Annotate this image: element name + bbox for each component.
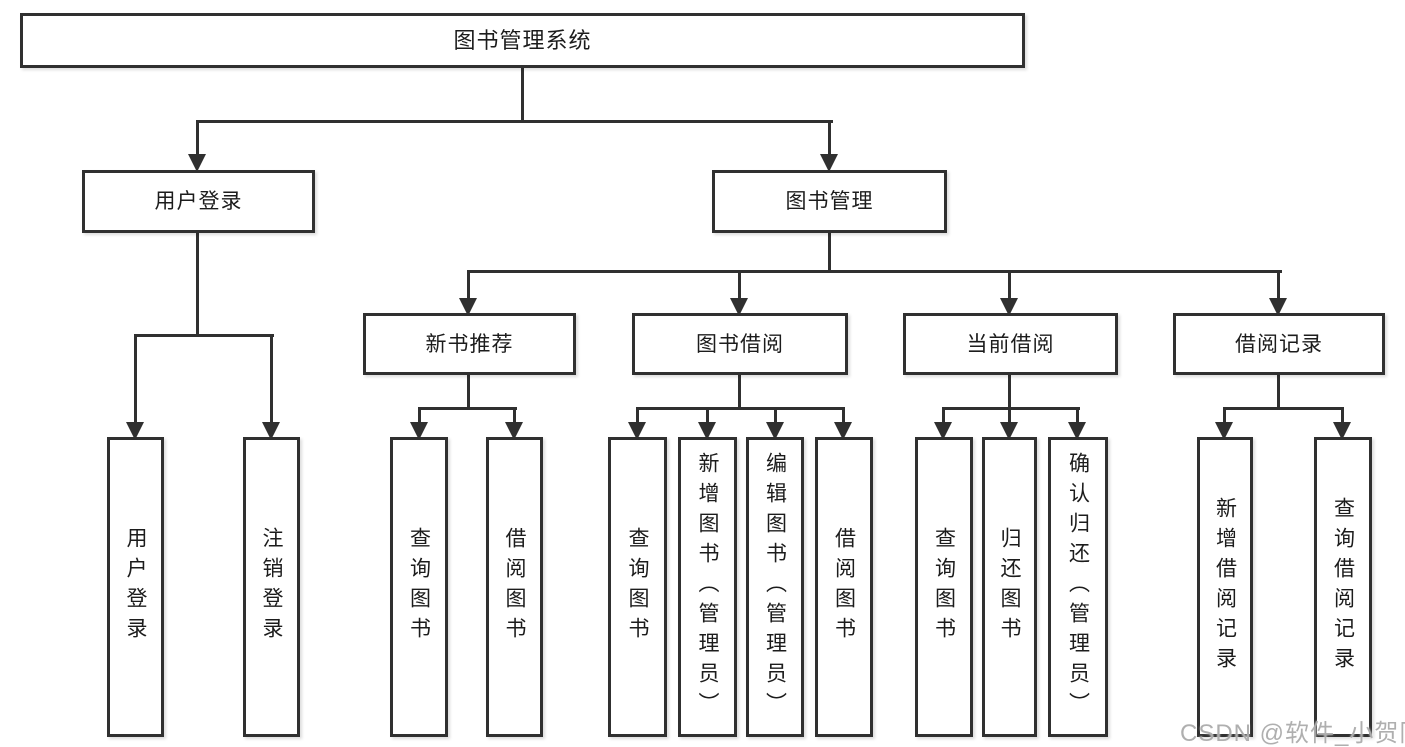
connector-line: [706, 410, 709, 423]
connector-line: [828, 233, 831, 273]
connector-line: [636, 407, 845, 410]
node-label: 用户登录: [154, 190, 243, 213]
leaf-confirm-return-admin: 确认归还（管理员）: [1048, 437, 1108, 737]
arrowhead-down-icon: [934, 422, 952, 440]
connector-line: [738, 375, 741, 410]
arrowhead-down-icon: [262, 422, 280, 440]
node-label: 新增借阅记录: [1213, 497, 1237, 677]
node-label: 借阅图书: [503, 527, 526, 647]
node-label: 图书管理: [785, 190, 874, 213]
csdn-watermark: CSDN @软件_小贺同学: [1180, 720, 1405, 747]
connector-line: [942, 407, 1080, 410]
node-label: 用户登录: [124, 527, 147, 647]
arrowhead-down-icon: [1269, 298, 1287, 316]
arrowhead-down-icon: [628, 422, 646, 440]
leaf-add-borrow-record: 新增借阅记录: [1197, 437, 1253, 737]
connector-line: [1277, 375, 1280, 410]
connector-line: [1008, 273, 1011, 299]
arrowhead-down-icon: [766, 422, 784, 440]
connector-line: [828, 123, 831, 156]
connector-line: [467, 270, 1282, 273]
leaf-query-books-borrow: 查询图书: [608, 437, 667, 737]
connector-line: [134, 334, 274, 337]
connector-line: [738, 273, 741, 299]
connector-line: [418, 410, 421, 423]
arrowhead-down-icon: [1000, 298, 1018, 316]
node-label: 归还图书: [998, 527, 1021, 647]
connector-line: [1008, 375, 1011, 410]
arrowhead-down-icon: [188, 154, 206, 172]
arrowhead-down-icon: [820, 154, 838, 172]
connector-line: [774, 410, 777, 423]
connector-line: [1277, 273, 1280, 299]
node-label: 查询图书: [626, 527, 649, 647]
node-library-management-system: 图书管理系统: [20, 13, 1025, 68]
node-borrowing-records: 借阅记录: [1173, 313, 1385, 375]
connector-line: [1341, 410, 1344, 423]
node-current-borrowing: 当前借阅: [903, 313, 1118, 375]
node-label: 图书管理系统: [453, 27, 592, 53]
connector-line: [196, 233, 199, 337]
connector-line: [467, 273, 470, 299]
leaf-return-books: 归还图书: [982, 437, 1037, 737]
arrowhead-down-icon: [505, 422, 523, 440]
node-new-book-recommendation: 新书推荐: [363, 313, 576, 375]
connector-line: [513, 410, 516, 423]
arrowhead-down-icon: [1215, 422, 1233, 440]
node-label: 借阅图书: [832, 527, 856, 647]
connector-line: [1223, 410, 1226, 423]
arrowhead-down-icon: [1000, 422, 1018, 440]
connector-line: [636, 410, 639, 423]
leaf-query-books-current: 查询图书: [915, 437, 973, 737]
node-label: 新书推荐: [425, 332, 514, 356]
connector-line: [270, 337, 273, 424]
connector-line: [418, 407, 517, 410]
arrowhead-down-icon: [459, 298, 477, 316]
connector-line: [467, 375, 470, 410]
connector-line: [1076, 410, 1079, 423]
node-book-management: 图书管理: [712, 170, 947, 233]
arrowhead-down-icon: [1333, 422, 1351, 440]
leaf-add-book-admin: 新增图书（管理员）: [678, 437, 737, 737]
leaf-borrow-books-recommend: 借阅图书: [486, 437, 543, 737]
connector-line: [1008, 410, 1011, 423]
connector-line: [196, 120, 833, 123]
connector-line: [842, 410, 845, 423]
arrowhead-down-icon: [698, 422, 716, 440]
connector-line: [134, 337, 137, 424]
node-label: 当前借阅: [966, 332, 1055, 356]
arrowhead-down-icon: [1068, 422, 1086, 440]
node-label: 新增图书（管理员）: [696, 452, 719, 722]
connector-line: [942, 410, 945, 423]
connector-line: [521, 68, 524, 123]
arrowhead-down-icon: [410, 422, 428, 440]
arrowhead-down-icon: [730, 298, 748, 316]
node-label: 注销登录: [260, 527, 283, 647]
node-label: 确认归还（管理员）: [1066, 452, 1090, 722]
arrowhead-down-icon: [834, 422, 852, 440]
node-label: 编辑图书（管理员）: [763, 452, 787, 722]
node-label: 查询图书: [407, 527, 431, 647]
leaf-edit-book-admin: 编辑图书（管理员）: [746, 437, 804, 737]
connector-line: [1223, 407, 1344, 410]
node-label: 查询图书: [932, 527, 956, 647]
leaf-borrow-books: 借阅图书: [815, 437, 873, 737]
leaf-user-login: 用户登录: [107, 437, 164, 737]
leaf-query-books-recommend: 查询图书: [390, 437, 448, 737]
node-user-login: 用户登录: [82, 170, 315, 233]
connector-line: [196, 123, 199, 156]
leaf-logout: 注销登录: [243, 437, 300, 737]
node-label: 图书借阅: [696, 332, 784, 356]
arrowhead-down-icon: [126, 422, 144, 440]
node-label: 查询借阅记录: [1331, 497, 1355, 677]
leaf-query-borrow-record: 查询借阅记录: [1314, 437, 1372, 737]
node-label: 借阅记录: [1235, 332, 1323, 356]
node-book-borrowing: 图书借阅: [632, 313, 848, 375]
